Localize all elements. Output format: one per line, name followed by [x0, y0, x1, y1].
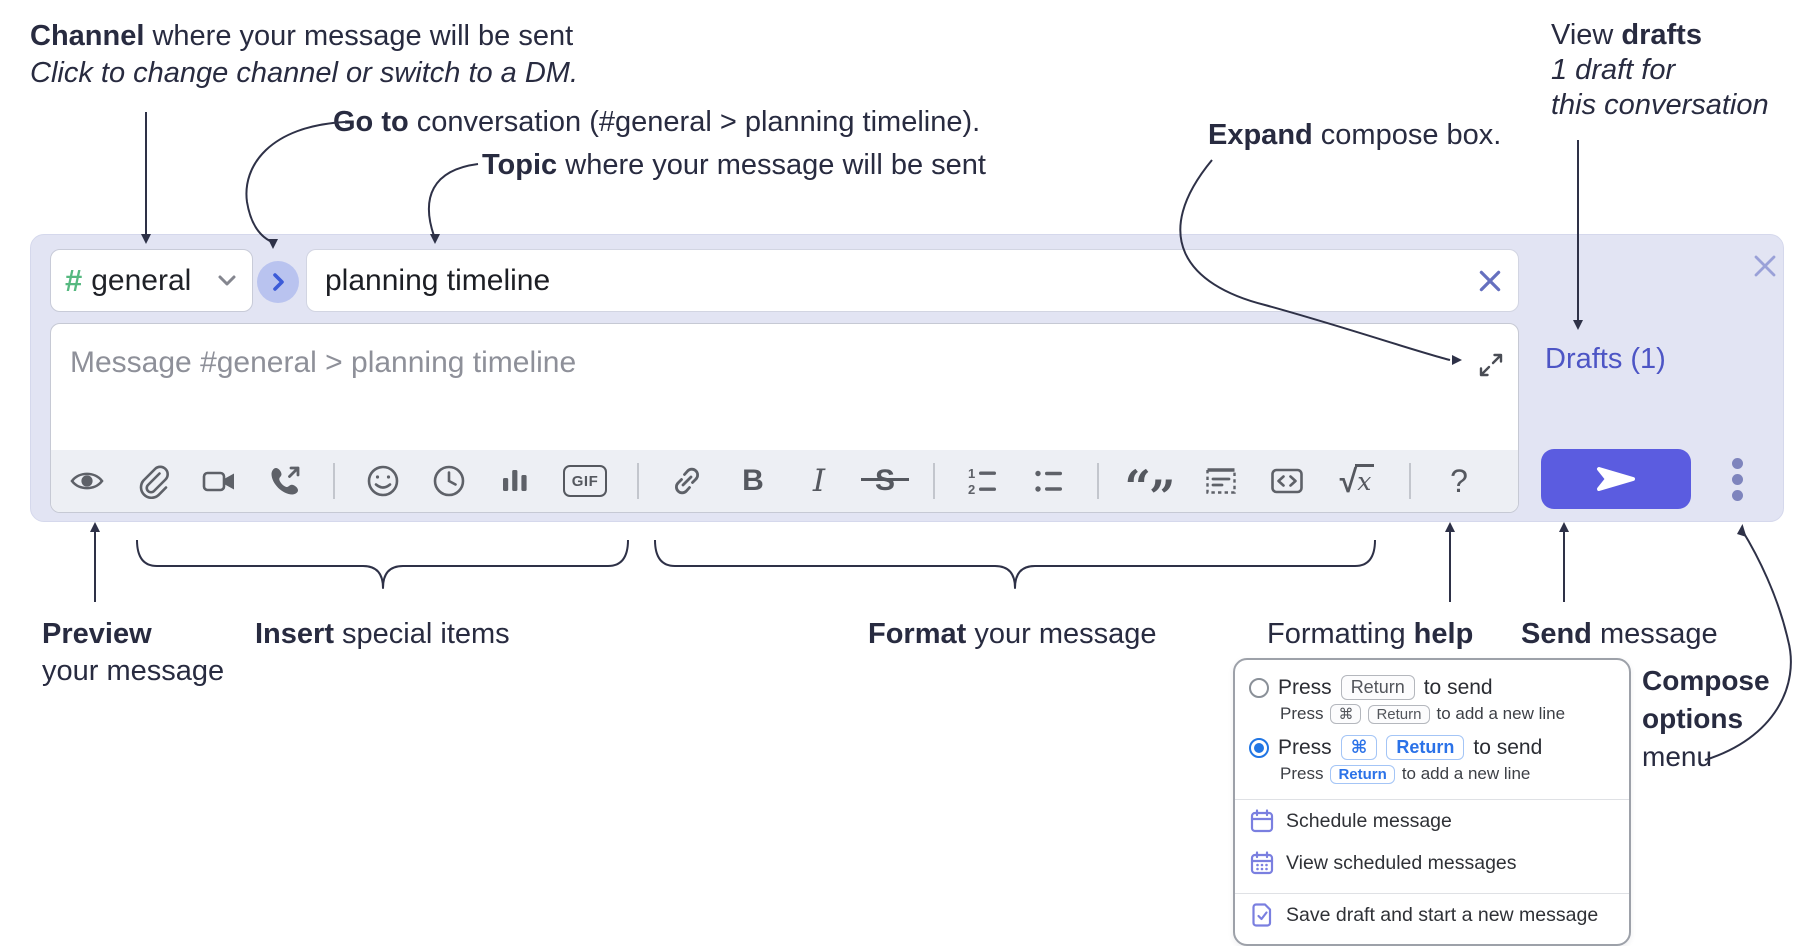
chevron-down-icon	[216, 271, 238, 291]
drafts-link[interactable]: Drafts (1)	[1545, 343, 1666, 375]
view-scheduled-messages-item[interactable]: View scheduled messages	[1235, 842, 1629, 884]
expand-compose-icon[interactable]	[1478, 352, 1504, 378]
message-box: GIF B I S 12 “”	[50, 323, 1519, 524]
svg-text:1: 1	[968, 466, 975, 481]
expand-annotation: Expand compose box.	[1208, 119, 1502, 151]
insert-annotation: Insert special items	[255, 618, 510, 650]
send-icon	[1593, 462, 1639, 496]
goto-annotation: Go to conversation (#general > planning …	[333, 106, 981, 138]
code-icon[interactable]	[1269, 463, 1305, 499]
channel-annotation-sub: Click to change channel or switch to a D…	[30, 57, 579, 89]
goto-conversation-button[interactable]	[257, 261, 299, 303]
save-draft-item[interactable]: Save draft and start a new message	[1235, 894, 1629, 936]
return-key: Return	[1368, 704, 1430, 724]
cmd-key: ⌘	[1340, 735, 1378, 760]
topic-input[interactable]	[307, 250, 1518, 311]
toolbar-divider	[1409, 463, 1411, 499]
channel-annotation-rest: where your message will be sent	[144, 20, 574, 52]
topic-annotation: Topic where your message will be sent	[482, 149, 986, 181]
spoiler-icon[interactable]	[1203, 463, 1239, 499]
svg-text:2: 2	[968, 482, 975, 497]
calendar-dots-icon	[1250, 851, 1274, 875]
toolbar-divider	[1097, 463, 1099, 499]
compose-box: # general Drafts (1)	[30, 234, 1784, 522]
cmd-key: ⌘	[1330, 704, 1362, 724]
return-key: Return	[1386, 735, 1465, 760]
link-icon[interactable]	[669, 463, 705, 499]
toolbar-divider	[637, 463, 639, 499]
help-icon[interactable]: ?	[1450, 463, 1468, 499]
message-input[interactable]	[51, 324, 1518, 446]
drafts-annotation: View drafts 1 draft for this conversatio…	[1551, 19, 1769, 121]
send-option-cmd-return[interactable]: Press ⌘ Return to send	[1235, 730, 1629, 760]
document-check-icon	[1252, 903, 1272, 927]
compose-options-menu-button[interactable]	[1713, 449, 1761, 509]
format-annotation: Format your message	[868, 618, 1157, 650]
voice-call-icon[interactable]	[267, 463, 303, 499]
video-call-icon[interactable]	[201, 463, 237, 499]
strikethrough-icon[interactable]: S	[861, 463, 909, 499]
emoji-icon[interactable]	[365, 463, 401, 499]
bold-icon[interactable]: B	[742, 464, 764, 497]
chevron-right-icon	[267, 270, 289, 294]
gif-label: GIF	[571, 472, 599, 490]
return-key: Return	[1330, 764, 1395, 784]
send-option-cmd-return-sub: Press Return to add a new line	[1280, 764, 1531, 784]
channel-annotation-bold: Channel	[30, 20, 145, 52]
return-key: Return	[1340, 675, 1415, 700]
send-option-return[interactable]: Press Return to send	[1235, 670, 1629, 700]
radio-checked-icon[interactable]	[1249, 737, 1269, 758]
radio-unchecked-icon[interactable]	[1249, 677, 1269, 698]
italic-icon[interactable]: I	[812, 462, 826, 499]
compose-options-popup: Press Return to send Press ⌘ Return to a…	[1233, 658, 1631, 946]
compose-options-annotation: Compose options menu	[1642, 665, 1770, 772]
channel-hash-icon: #	[65, 262, 83, 298]
quote-icon[interactable]: “”	[1124, 460, 1176, 524]
channel-annotation: Channel where your message will be sent …	[30, 18, 578, 92]
channel-name: general	[91, 263, 192, 297]
send-annotation: Send message	[1521, 618, 1718, 650]
poll-icon[interactable]	[497, 463, 533, 499]
channel-selector[interactable]: # general	[50, 249, 253, 312]
math-icon[interactable]: √x	[1335, 463, 1379, 499]
schedule-message-item[interactable]: Schedule message	[1235, 800, 1629, 842]
clear-topic-icon[interactable]	[1476, 267, 1504, 295]
popup-divider	[1235, 893, 1629, 894]
gif-icon[interactable]: GIF	[563, 465, 607, 497]
help-annotation: Formatting help	[1267, 618, 1474, 650]
calendar-icon	[1250, 809, 1274, 833]
toolbar-divider	[933, 463, 935, 499]
time-icon[interactable]	[431, 463, 467, 499]
preview-annotation: Preview your message	[42, 618, 225, 687]
close-compose-icon[interactable]	[1748, 249, 1782, 283]
send-button[interactable]	[1541, 449, 1691, 509]
popup-divider	[1235, 799, 1629, 800]
toolbar-divider	[333, 463, 335, 499]
topic-input-wrapper	[306, 249, 1519, 312]
bulleted-list-icon[interactable]	[1031, 463, 1067, 499]
preview-icon[interactable]	[69, 463, 105, 499]
attach-file-icon[interactable]	[135, 463, 171, 499]
send-option-return-sub: Press ⌘ Return to add a new line	[1280, 704, 1566, 724]
